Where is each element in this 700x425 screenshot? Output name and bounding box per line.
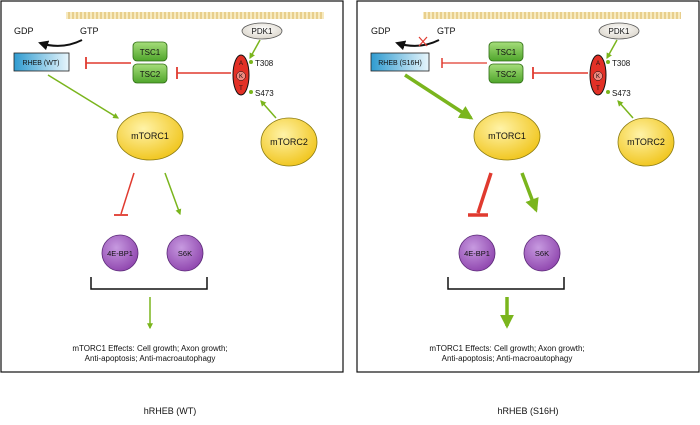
4ebp1-node	[101, 234, 139, 272]
membrane	[423, 12, 681, 19]
gdp-label: GDP	[371, 26, 391, 36]
tsc2-box	[488, 63, 524, 84]
pdk1-label: PDK1	[252, 27, 273, 36]
rheb-to-mtorc1-arrow	[47, 74, 120, 119]
effects-line-1: mTORC1 Effects: Cell growth; Axon growth…	[429, 344, 584, 353]
mtorc1-label: mTORC1	[488, 131, 526, 141]
panel-wt: GDP GTP RHEB (WT) TSC1 TSC2 PDK1 A K T T…	[0, 0, 344, 373]
tsc1-label: TSC1	[496, 48, 517, 57]
s6k-label: S6K	[178, 249, 192, 258]
effects-line-1: mTORC1 Effects: Cell growth; Axon growth…	[72, 344, 227, 353]
rheb-label: RHEB (WT)	[23, 60, 60, 67]
membrane	[66, 12, 324, 19]
4ebp1-node	[458, 234, 496, 272]
t308-dot	[606, 60, 610, 64]
pdk1-label: PDK1	[609, 27, 630, 36]
tsc2-box	[132, 63, 168, 84]
mtorc2-label: mTORC2	[270, 137, 308, 147]
gtp-hydrolysis-arrow	[38, 39, 83, 51]
panel-frame	[0, 0, 344, 373]
s6k-node	[166, 234, 204, 272]
effects-line-2: Anti-apoptosis; Anti-macroautophagy	[442, 354, 573, 363]
effects-line-2: Anti-apoptosis; Anti-macroautophagy	[85, 354, 216, 363]
s473-dot	[606, 90, 610, 94]
gdp-label: GDP	[14, 26, 34, 36]
pdk1-node	[598, 22, 640, 40]
mtorc1-to-s6k-arrow	[164, 172, 182, 216]
akt-k-label: K	[596, 74, 600, 80]
pdk1-to-akt-arrow	[249, 39, 261, 60]
tsc2-label: TSC2	[496, 70, 517, 79]
s6k-label: S6K	[535, 249, 549, 258]
caption-wt: hRHEB (WT)	[144, 406, 197, 416]
rheb-label: RHEB (S16H)	[378, 60, 422, 67]
tsc2-label: TSC2	[140, 70, 161, 79]
rheb-to-mtorc1-arrow	[404, 73, 474, 120]
akt-k-label: K	[239, 74, 243, 80]
mtorc2-label: mTORC2	[627, 137, 665, 147]
mtorc1-inhibits-4ebp1	[120, 172, 135, 215]
effector-bracket	[90, 277, 208, 290]
mtorc2-to-akt-arrow	[260, 100, 277, 119]
s473-label: S473	[255, 89, 274, 98]
akt-t-label: T	[239, 86, 243, 92]
effector-bracket	[447, 277, 565, 290]
tsc1-box	[488, 41, 524, 62]
mtorc2-to-akt-arrow	[617, 100, 634, 119]
mtorc2-node	[260, 117, 318, 167]
4ebp1-label: 4E-BP1	[107, 249, 133, 258]
panel-frame	[356, 0, 700, 373]
s473-dot	[249, 90, 253, 94]
mtorc1-node	[473, 111, 541, 161]
s473-label: S473	[612, 89, 631, 98]
s6k-node	[523, 234, 561, 272]
rheb-box	[13, 52, 70, 72]
gtp-hydrolysis-arrow	[395, 39, 440, 51]
akt-a-label: A	[239, 61, 243, 67]
gtp-label: GTP	[437, 26, 456, 36]
4ebp1-label: 4E-BP1	[464, 249, 490, 258]
mtorc1-node	[116, 111, 184, 161]
rheb-box	[370, 52, 430, 72]
t308-dot	[249, 60, 253, 64]
pdk1-to-akt-arrow	[606, 39, 618, 60]
akt-a-label: A	[596, 61, 600, 67]
mtorc2-node	[617, 117, 675, 167]
akt-t-label: T	[596, 86, 600, 92]
tsc1-box	[132, 41, 168, 62]
caption-s16h: hRHEB (S16H)	[497, 406, 558, 416]
gtp-label: GTP	[80, 26, 99, 36]
t308-label: T308	[612, 59, 631, 68]
tsc1-label: TSC1	[140, 48, 161, 57]
mtorc1-label: mTORC1	[131, 131, 169, 141]
panel-s16h: GDP GTP RHEB (S16H) TSC1 TSC2 PDK1 A K T…	[356, 0, 700, 373]
mtorc1-inhibits-4ebp1	[476, 172, 493, 214]
t308-label: T308	[255, 59, 274, 68]
pdk1-node	[241, 22, 283, 40]
mtorc1-to-s6k-arrow	[520, 172, 539, 213]
